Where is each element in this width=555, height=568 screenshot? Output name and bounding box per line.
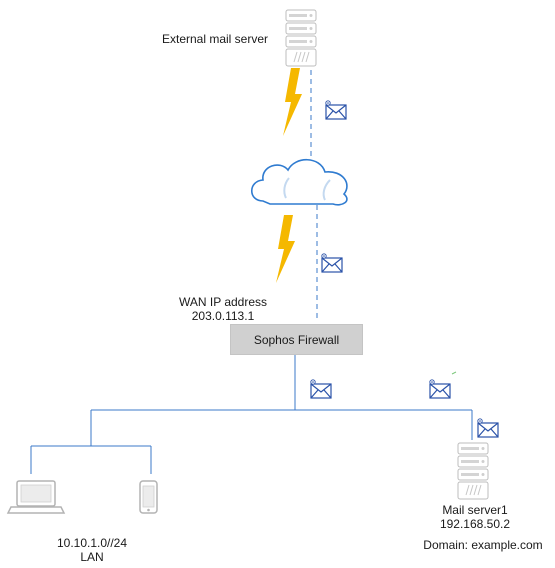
mail-envelope-icon: [325, 100, 347, 120]
external-server-icon: [285, 9, 317, 67]
mail-server-icon: [457, 442, 489, 500]
mail-envelope-icon-3: [310, 379, 332, 399]
lan-subnet-label: 10.10.1.0//24: [56, 536, 128, 550]
green-tick-mark: [451, 371, 457, 375]
mail-server-name-label: Mail server1: [442, 503, 508, 517]
lightning-bolt-icon-2: [276, 215, 295, 283]
mail-envelope-icon-4: [429, 379, 451, 399]
mail-envelope-icon-5: [477, 418, 499, 438]
laptop-icon: [6, 480, 66, 514]
domain-label: Domain: example.com: [423, 538, 543, 552]
firewall-label: Sophos Firewall: [253, 332, 340, 347]
sophos-firewall-node[interactable]: Sophos Firewall: [230, 324, 363, 355]
lightning-bolt-icon: [283, 68, 302, 136]
cloud-icon: [250, 158, 348, 206]
smartphone-icon: [139, 480, 158, 514]
external-server-label: External mail server: [161, 32, 269, 46]
wan-ip-label: 203.0.113.1: [191, 309, 255, 323]
lan-label: LAN: [80, 550, 104, 564]
wan-title-label: WAN IP address: [178, 295, 268, 309]
mail-envelope-icon-2: [321, 253, 343, 273]
mail-server-ip-label: 192.168.50.2: [439, 517, 511, 531]
